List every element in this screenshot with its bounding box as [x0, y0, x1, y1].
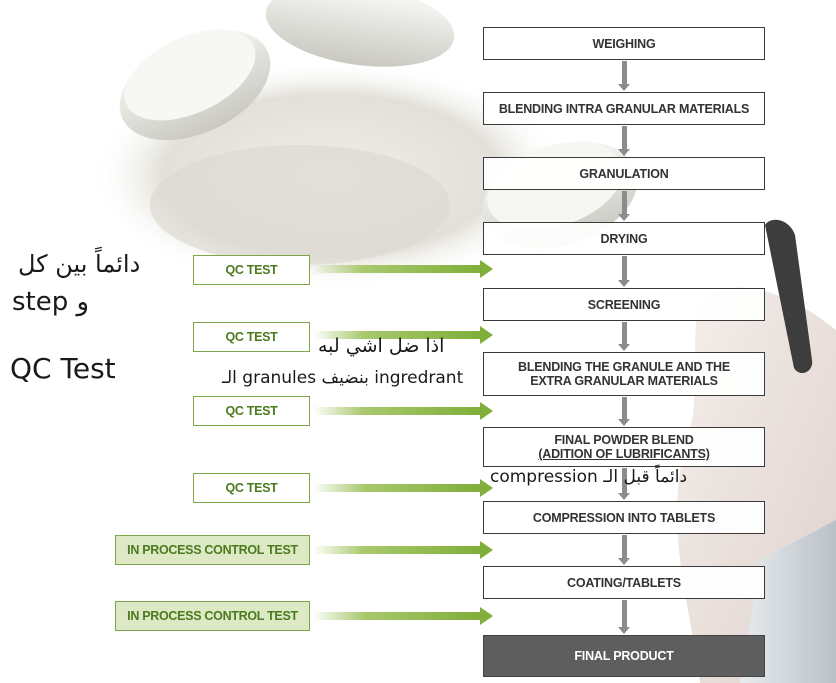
green-arrow	[313, 402, 493, 420]
step-label: GRANULATION	[579, 166, 669, 181]
qc-test-box: QC TEST	[193, 473, 310, 503]
down-arrow	[618, 322, 630, 351]
down-arrow	[618, 468, 630, 500]
down-arrow	[618, 397, 630, 426]
in-process-control-test-box: IN PROCESS CONTROL TEST	[115, 535, 310, 565]
step-blending-intra-granular: BLENDING INTRA GRANULAR MATERIALS	[483, 92, 765, 125]
step-granulation: GRANULATION	[483, 157, 765, 190]
down-arrow	[618, 600, 630, 634]
step-label: DRYING	[600, 231, 648, 246]
step-final-product: FINAL PRODUCT	[483, 635, 765, 677]
step-label-line1: BLENDING THE GRANULE AND THE	[518, 360, 730, 374]
qc-test-box: QC TEST	[193, 255, 310, 285]
qc-test-box: QC TEST	[193, 396, 310, 426]
step-label: FINAL PRODUCT	[574, 649, 674, 663]
handwritten-note-arabic: دائماً بين كل	[18, 250, 141, 278]
step-final-powder-blend: FINAL POWDER BLEND (ADITION OF LUBRIFICA…	[483, 427, 765, 467]
green-arrow	[313, 326, 493, 344]
down-arrow	[618, 191, 630, 221]
handwritten-note-compression: دائماً قبل الـ compression	[490, 467, 688, 487]
step-label: COMPRESSION INTO TABLETS	[532, 510, 716, 525]
qc-test-box: QC TEST	[193, 322, 310, 352]
tablet-top	[265, 0, 455, 67]
step-label-line2: EXTRA GRANULAR MATERIALS	[530, 374, 718, 388]
handwritten-note-qc-test: QC Test	[10, 352, 116, 385]
down-arrow	[618, 535, 630, 565]
down-arrow	[618, 126, 630, 156]
handwritten-note-granules: ingredrant بنضيف granules الـ	[222, 368, 464, 388]
step-label: WEIGHING	[592, 36, 656, 51]
powder-chunks	[150, 145, 450, 265]
step-compression: COMPRESSION INTO TABLETS	[483, 501, 765, 534]
down-arrow	[618, 61, 630, 91]
green-arrow	[313, 479, 493, 497]
step-blending-extra-granular: BLENDING THE GRANULE AND THE EXTRA GRANU…	[483, 352, 765, 396]
green-arrow	[313, 607, 493, 625]
down-arrow	[618, 256, 630, 287]
step-label-line2: (ADITION OF LUBRIFICANTS)	[538, 447, 710, 461]
step-label: COATING/TABLETS	[567, 575, 681, 590]
step-drying: DRYING	[483, 222, 765, 255]
handwritten-note-middle-arabic: اذا ضل اشي لبه	[318, 335, 445, 357]
step-label-line1: FINAL POWDER BLEND	[554, 433, 694, 447]
tablet-left	[119, 29, 271, 141]
step-screening: SCREENING	[483, 288, 765, 321]
in-process-control-test-box: IN PROCESS CONTROL TEST	[115, 601, 310, 631]
step-coating: COATING/TABLETS	[483, 566, 765, 599]
step-weighing: WEIGHING	[483, 27, 765, 60]
step-label: BLENDING INTRA GRANULAR MATERIALS	[498, 101, 750, 116]
green-arrow	[313, 260, 493, 278]
green-arrow	[313, 541, 493, 559]
step-label: SCREENING	[587, 297, 661, 312]
handwritten-note-step: step و	[12, 287, 90, 317]
